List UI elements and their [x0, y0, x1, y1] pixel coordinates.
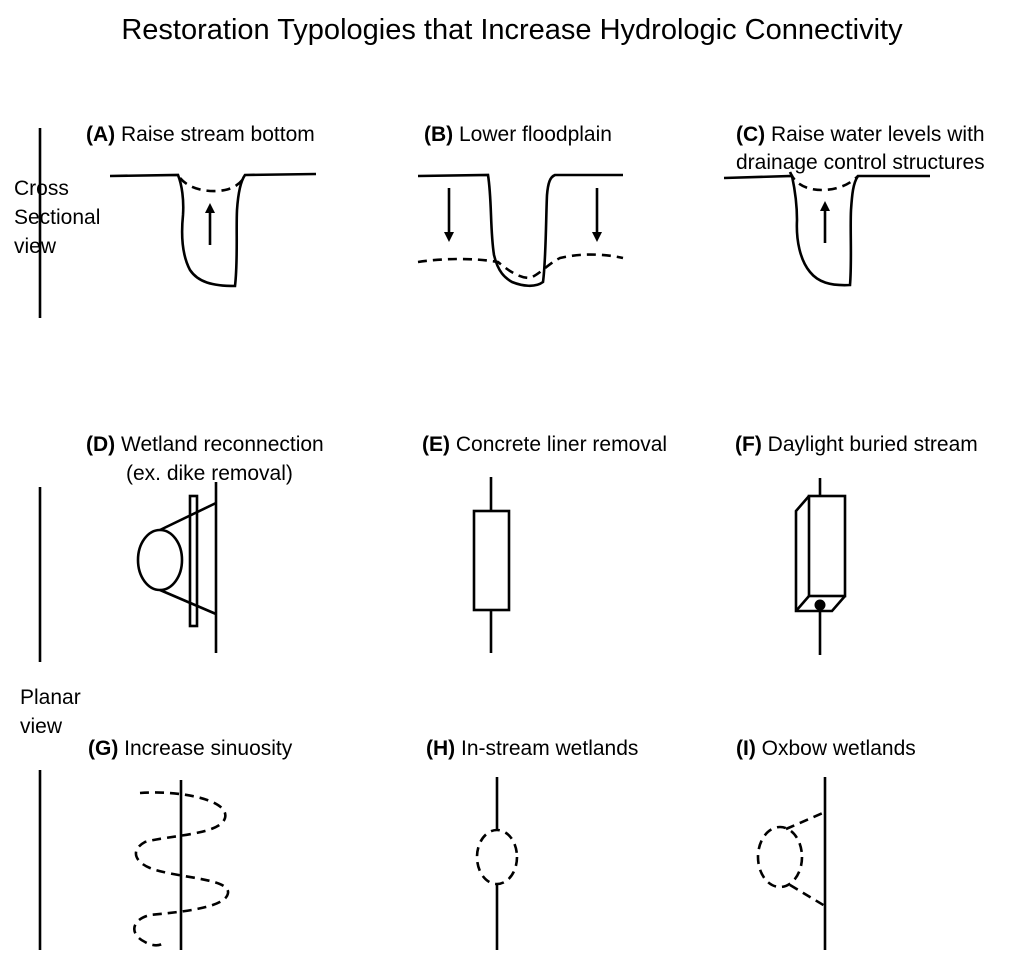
panel-c-label: (C) Raise water levels with	[736, 124, 985, 145]
connector-bottom-dashed	[789, 883, 826, 908]
wetland-circle	[136, 528, 184, 592]
panel-h-diagram	[475, 777, 519, 950]
side-label-line: view	[14, 235, 57, 258]
panel-e-label: (E) Concrete liner removal	[422, 434, 667, 455]
panel-b-label: (B) Lower floodplain	[424, 124, 612, 145]
panel-e-diagram	[472, 477, 511, 653]
panel-tag: (E)	[422, 433, 450, 456]
culvert-opening	[814, 599, 826, 611]
panel-tag: (G)	[88, 737, 119, 760]
panel-text: Wetland reconnection	[121, 433, 324, 456]
sinuous-channel-dashed	[133, 791, 230, 947]
panel-tag: (F)	[735, 433, 762, 456]
panel-a-diagram	[109, 172, 317, 288]
connector-top	[159, 501, 217, 532]
stream-channel	[723, 174, 930, 287]
side-label-line: Cross	[14, 177, 69, 200]
panel-c-label-line2: drainage control structures	[736, 151, 985, 174]
panel-text: Lower floodplain	[459, 123, 612, 146]
panel-text: Raise stream bottom	[121, 123, 315, 146]
panel-f-diagram	[794, 478, 847, 655]
panel-tag: (C)	[736, 123, 766, 146]
side-label-line: Sectional	[14, 206, 101, 229]
panel-h-label: (H) In-stream wetlands	[426, 738, 638, 759]
figure-title: Restoration Typologies that Increase Hyd…	[121, 14, 903, 46]
panel-i-label: (I) Oxbow wetlands	[736, 738, 916, 759]
panel-d-diagram	[136, 482, 218, 653]
panel-tag: (H)	[426, 737, 456, 760]
raised-water-dashed	[788, 171, 859, 192]
panel-d-label: (D) Wetland reconnection	[86, 434, 324, 455]
concrete-liner-box	[472, 509, 511, 612]
panel-text: Concrete liner removal	[455, 433, 668, 456]
culvert-box-front	[807, 494, 847, 598]
planar-view-label: Planar view	[20, 683, 81, 741]
panel-tag: (D)	[86, 433, 116, 456]
panel-text: Oxbow wetlands	[761, 737, 916, 760]
panel-g-diagram	[133, 780, 230, 950]
panel-f-label: (F) Daylight buried stream	[735, 434, 978, 455]
culvert-box-side	[794, 495, 846, 613]
panel-text: Increase sinuosity	[124, 737, 293, 760]
panel-tag: (I)	[736, 737, 756, 760]
culvert-box-edge	[795, 595, 810, 612]
panel-text: Daylight buried stream	[767, 433, 978, 456]
side-label-line: Planar	[20, 686, 81, 709]
panel-tag: (A)	[86, 123, 116, 146]
raised-bottom-dashed	[179, 175, 247, 193]
panel-tag: (B)	[424, 123, 454, 146]
side-label-line: view	[20, 715, 63, 738]
connector-top-dashed	[785, 810, 826, 831]
stream-channel	[417, 173, 623, 288]
panel-text: In-stream wetlands	[461, 737, 639, 760]
stream-channel	[109, 172, 317, 288]
panel-a-label: (A) Raise stream bottom	[86, 124, 315, 145]
dike	[188, 494, 199, 628]
oxbow-wetland-dashed	[756, 825, 804, 889]
panel-d-label-line2: (ex. dike removal)	[126, 462, 293, 485]
connector-bottom	[159, 588, 217, 616]
lowered-floodplain-dashed	[417, 253, 624, 280]
wetland-dashed	[475, 828, 519, 886]
panel-b-diagram	[417, 173, 624, 288]
panel-text: Raise water levels with	[771, 123, 985, 146]
panel-i-diagram	[756, 777, 827, 950]
panel-g-label: (G) Increase sinuosity	[88, 738, 292, 759]
panel-c-diagram	[723, 171, 930, 287]
cross-sectional-view-label: Cross Sectional view	[14, 174, 100, 261]
